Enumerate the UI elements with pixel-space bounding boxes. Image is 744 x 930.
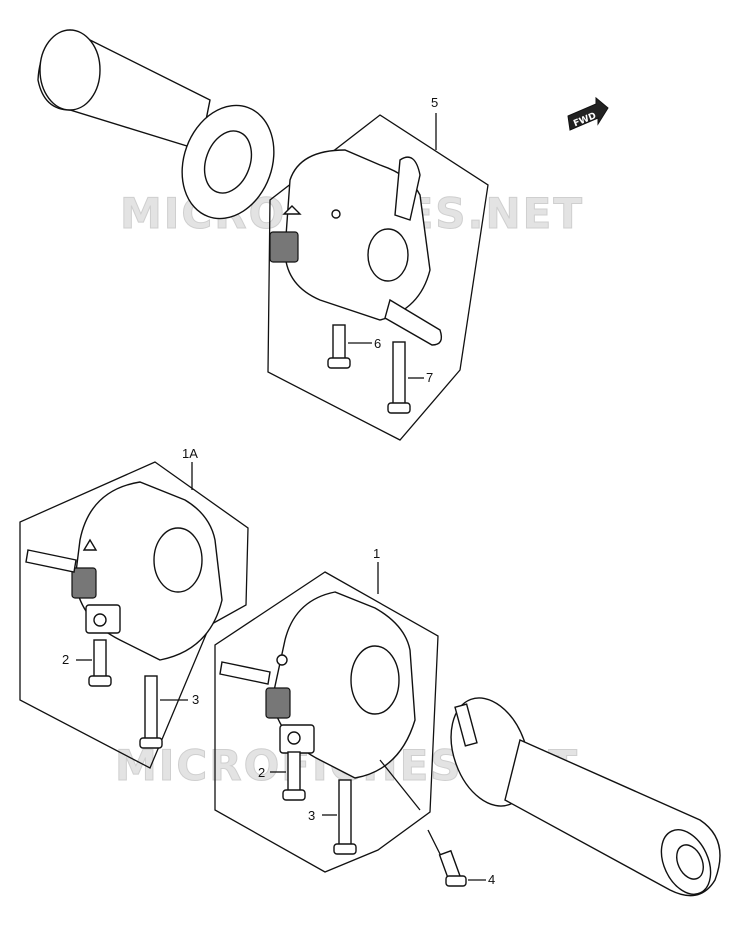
right-grip [450,697,721,897]
callout-4: 4 [488,872,495,887]
left-switch-housing-5 [269,149,443,346]
callout-1a: 1A [182,446,198,461]
callout-3-lower: 3 [308,808,315,823]
screw-7 [387,341,411,414]
group-box-1a [19,461,249,769]
right-switch-housing-1a [25,481,223,661]
screw-3-upper [139,675,163,749]
callout-2-lower: 2 [258,765,265,780]
right-switch-housing-1 [219,591,421,811]
callout-3-upper: 3 [192,692,199,707]
callout-1: 1 [373,546,380,561]
callout-5: 5 [431,95,438,110]
screw-2-lower [282,751,306,801]
callout-7: 7 [426,370,433,385]
screw-3-lower [333,779,357,855]
fwd-arrow-icon: FWD [567,96,609,131]
group-box-5 [267,114,489,441]
callout-6: 6 [374,336,381,351]
screw-6 [327,324,351,369]
callout-2-upper: 2 [62,652,69,667]
group-box-1 [214,571,439,873]
left-grip [37,29,275,220]
screw-2-upper [88,639,112,687]
screw-4 [438,849,467,887]
